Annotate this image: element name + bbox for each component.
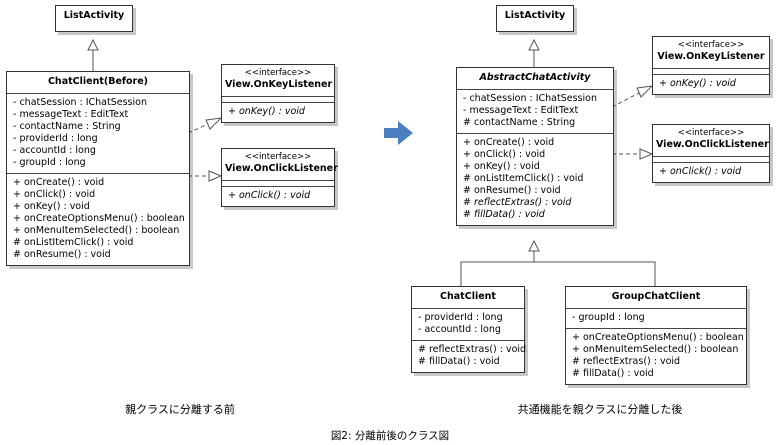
operation: # onListItemClick() : void	[13, 237, 134, 248]
operation: + onKey() : void	[228, 106, 305, 117]
class-name: GroupChatClient	[566, 287, 746, 309]
operation: # onResume() : void	[463, 185, 561, 196]
attribute: - accountId : long	[418, 324, 501, 335]
attributes-section: - chatSession : IChatSession - messageTe…	[7, 94, 189, 174]
generalization-line-chatclient	[460, 261, 534, 286]
attribute: # contactName : String	[463, 117, 576, 128]
operations-section: + onKey() : void	[653, 75, 769, 94]
operation: # fillData() : void	[418, 356, 500, 367]
operations-section: + onClick() : void	[222, 187, 334, 206]
operations-section: + onCreateOptionsMenu() : boolean + onMe…	[566, 329, 746, 384]
operation: + onCreateOptionsMenu() : boolean	[13, 213, 185, 224]
attributes-section: - providerId : long - accountId : long	[412, 309, 524, 341]
class-chatclient: ChatClient - providerId : long - account…	[411, 286, 527, 373]
operation: # onResume() : void	[13, 249, 111, 260]
generalization-line-groupchatclient	[534, 261, 656, 286]
class-name: ListActivity	[63, 10, 125, 21]
class-abstractchatactivity: AbstractChatActivity - chatSession : ICh…	[456, 67, 614, 226]
interface-onkeylistener-right: <<interface>> View.OnKeyListener + onKey…	[652, 36, 770, 95]
attribute: - groupId : long	[572, 312, 645, 323]
attribute: - contactName : String	[13, 121, 121, 132]
realization-arrowhead-onkey-right	[636, 85, 654, 98]
stereotype: <<interface>>	[244, 152, 312, 162]
attribute: - chatSession : IChatSession	[463, 93, 597, 104]
realization-line-onkey-left	[187, 124, 207, 134]
operation: + onMenuItemSelected() : boolean	[572, 344, 739, 355]
interface-onclicklistener-right: <<interface>> View.OnClickListener + onC…	[652, 124, 770, 183]
attributes-section: - chatSession : IChatSession - messageTe…	[457, 90, 613, 134]
operation: # fillData() : void	[463, 209, 545, 220]
interface-name: View.OnClickListener	[653, 139, 769, 157]
class-name: ListActivity	[504, 10, 566, 21]
operation: # fillData() : void	[572, 368, 654, 379]
operations-section: + onCreate() : void + onClick() : void +…	[457, 134, 613, 225]
operations-section: # reflectExtras() : void # fillData() : …	[412, 341, 527, 372]
operation: # reflectExtras() : void	[572, 356, 681, 367]
operation: + onCreate() : void	[463, 137, 555, 148]
operations-section: + onClick() : void	[653, 163, 769, 182]
generalization-arrowhead-right	[528, 38, 540, 51]
interface-name: View.OnClickListener	[222, 163, 338, 181]
class-name: ChatClient(Before)	[7, 72, 189, 94]
class-chatclient-before: ChatClient(Before) - chatSession : IChat…	[6, 71, 190, 266]
attribute: - providerId : long	[13, 133, 98, 144]
operation: # reflectExtras() : void	[418, 344, 527, 355]
operation: + onCreate() : void	[13, 177, 105, 188]
realization-line-onkey-right	[611, 92, 640, 108]
operation: + onClick() : void	[228, 190, 311, 201]
caption-after: 共通機能を親クラスに分離した後	[517, 403, 683, 416]
attribute: - accountId : long	[13, 145, 96, 156]
stereotype: <<interface>>	[677, 128, 745, 138]
generalization-arrowhead-subclasses	[528, 239, 540, 252]
caption-before: 親クラスに分離する前	[125, 403, 235, 416]
attribute: - chatSession : IChatSession	[13, 97, 147, 108]
class-list-activity-left: ListActivity	[55, 5, 133, 32]
class-name: AbstractChatActivity	[457, 68, 613, 90]
interface-name: View.OnKeyListener	[653, 51, 769, 69]
operation: + onClick() : void	[659, 166, 742, 177]
class-list-activity-right: ListActivity	[496, 5, 574, 32]
realization-arrowhead-onkey-left	[205, 117, 223, 130]
operation: + onCreateOptionsMenu() : boolean	[572, 332, 744, 343]
figure-caption: 図2: 分離前後のクラス図	[330, 430, 450, 442]
interface-name: View.OnKeyListener	[222, 79, 334, 97]
attributes-section: - groupId : long	[566, 309, 746, 329]
operations-section: + onCreate() : void + onClick() : void +…	[7, 174, 189, 265]
operation: + onClick() : void	[463, 149, 546, 160]
attribute: - groupId : long	[13, 157, 86, 168]
generalization-arrowhead-left	[87, 38, 99, 51]
class-groupchatclient: GroupChatClient - groupId : long + onCre…	[565, 286, 747, 385]
operation: + onKey() : void	[659, 78, 736, 89]
operation: + onKey() : void	[13, 201, 90, 212]
realization-arrowhead-onclick-right	[639, 148, 654, 160]
operations-section: + onKey() : void	[222, 103, 334, 122]
operation: # reflectExtras() : void	[463, 197, 572, 208]
operation: # onListItemClick() : void	[463, 173, 584, 184]
stereotype: <<interface>>	[244, 68, 312, 78]
attribute: - providerId : long	[418, 312, 503, 323]
attribute: - messageText : EditText	[13, 109, 129, 120]
operation: + onClick() : void	[13, 189, 96, 200]
interface-onclicklistener-left: <<interface>> View.OnClickListener + onC…	[221, 148, 338, 207]
attribute: - messageText : EditText	[463, 105, 579, 116]
operation: + onMenuItemSelected() : boolean	[13, 225, 180, 236]
transition-arrow-icon	[384, 121, 413, 145]
operation: + onKey() : void	[463, 161, 540, 172]
class-name: ChatClient	[412, 287, 524, 309]
stereotype: <<interface>>	[677, 40, 745, 50]
realization-arrowhead-onclick-left	[208, 170, 223, 182]
interface-onkeylistener-left: <<interface>> View.OnKeyListener + onKey…	[221, 64, 335, 123]
